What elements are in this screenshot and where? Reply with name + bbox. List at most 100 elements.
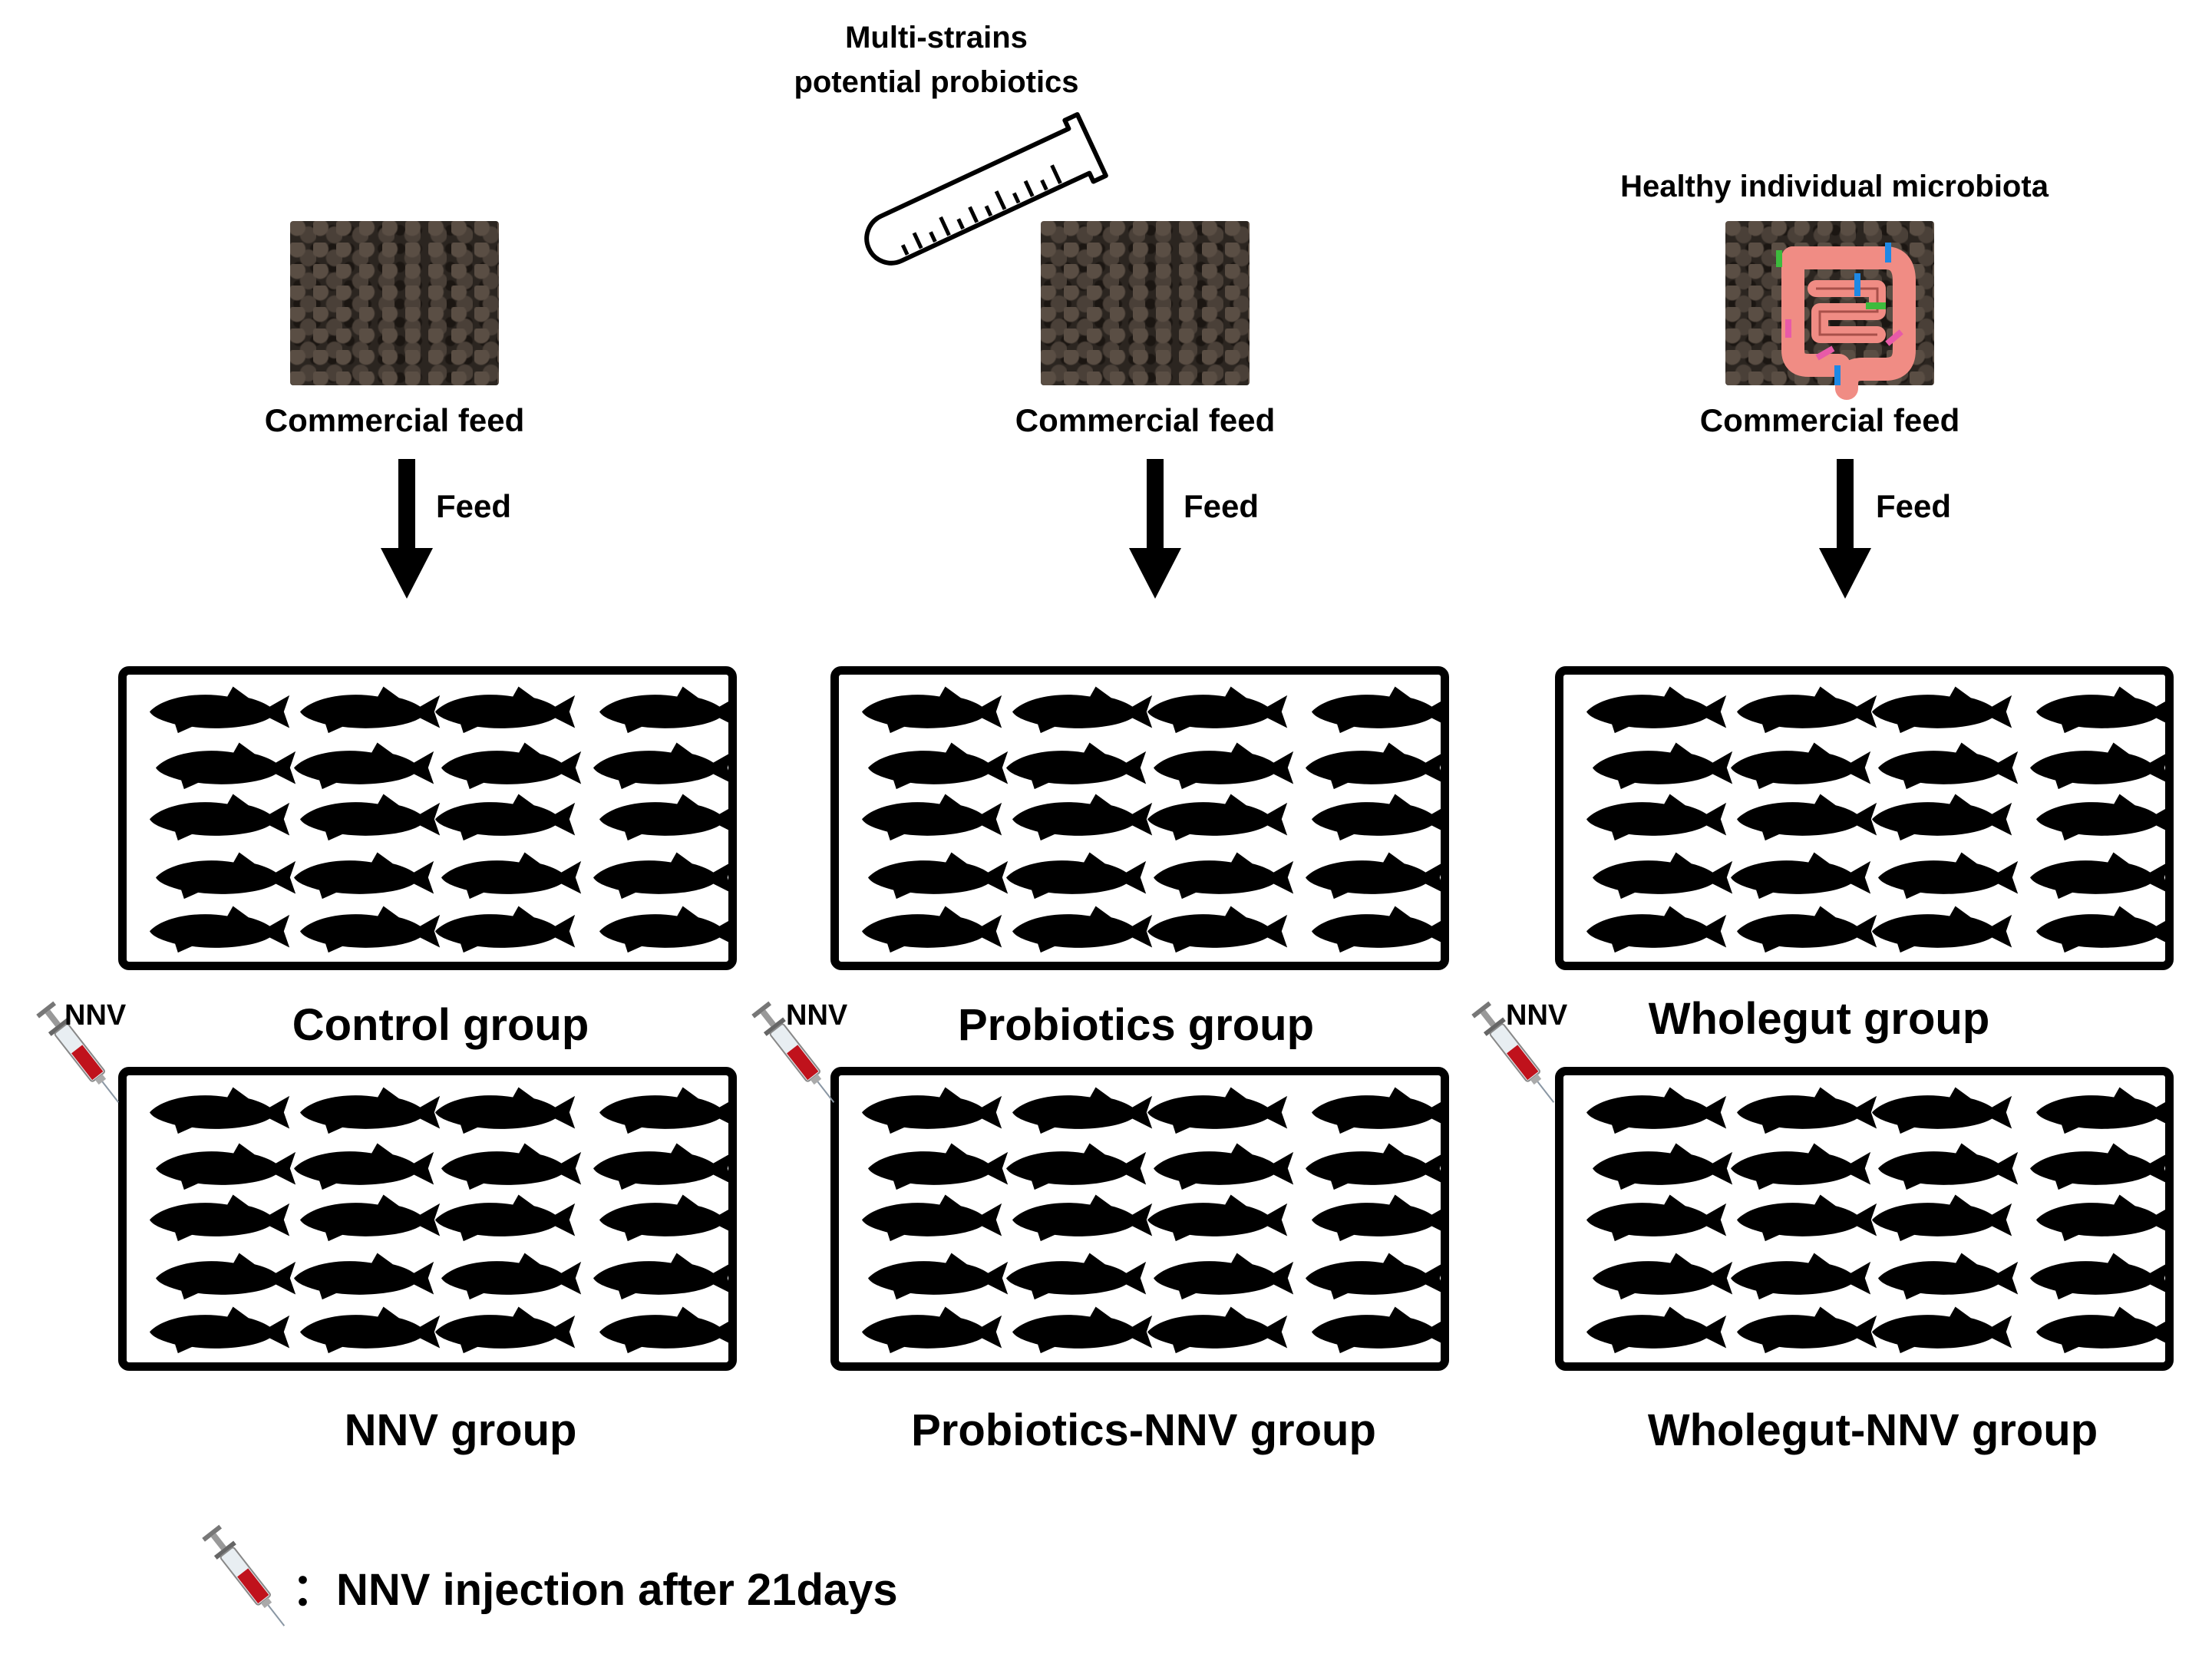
nnv-tag: NNV	[1506, 999, 1568, 1032]
fish-icon	[294, 1253, 434, 1300]
fish-school	[862, 686, 1441, 953]
legend-text: ：NNV injection after 21days	[292, 1565, 898, 1615]
fish-icon	[862, 906, 1002, 953]
fish-icon	[300, 1087, 441, 1134]
fish-icon	[156, 852, 296, 900]
fish-icon	[435, 1306, 576, 1354]
fish-icon	[300, 686, 441, 734]
fish-icon	[1312, 686, 1441, 734]
fish-school	[150, 1087, 728, 1354]
fish-icon	[1012, 686, 1153, 734]
fish-icon	[593, 852, 728, 900]
fish-icon	[2036, 1194, 2165, 1242]
fish-icon	[1737, 1087, 1877, 1134]
fish-icon	[593, 1143, 728, 1190]
fish-icon	[1012, 1306, 1153, 1354]
group-label: Wholegut-NNV group	[1647, 1405, 2098, 1455]
fish-icon	[2036, 906, 2165, 953]
group-label: Control group	[292, 1000, 589, 1050]
fish-icon	[1306, 1143, 1441, 1190]
fish-icon	[1737, 686, 1877, 734]
fish-icon	[1737, 1306, 1877, 1354]
fish-school	[1586, 1087, 2165, 1354]
fish-tank-wholegut	[1555, 666, 2174, 970]
fish-tank-probiotics	[830, 666, 1449, 970]
fish-icon	[1147, 1087, 1288, 1134]
fish-icon	[435, 686, 576, 734]
fish-icon	[156, 1143, 296, 1190]
fish-icon	[435, 794, 576, 841]
fish-icon	[1154, 742, 1294, 790]
fish-icon	[862, 1306, 1002, 1354]
fish-icon	[1006, 742, 1147, 790]
fish-icon	[1154, 1253, 1294, 1300]
fish-icon	[593, 1253, 728, 1300]
fish-icon	[1872, 1194, 2012, 1242]
fish-icon	[300, 906, 441, 953]
fish-icon	[300, 1194, 441, 1242]
fish-icon	[435, 906, 576, 953]
fish-icon	[1154, 852, 1294, 900]
feed-title: Commercial feed	[1015, 402, 1276, 438]
feed-arrow-label: Feed	[436, 488, 512, 524]
fish-icon	[1147, 906, 1288, 953]
fish-icon	[1312, 1087, 1441, 1134]
fish-icon	[300, 794, 441, 841]
fish-tank-probiotics-nnv	[830, 1067, 1449, 1371]
fish-icon	[1593, 852, 1733, 900]
fish-icon	[1012, 906, 1153, 953]
fish-icon	[1147, 1306, 1288, 1354]
fish-icon	[1731, 852, 1871, 900]
fish-icon	[2036, 1087, 2165, 1134]
fish-icon	[1737, 794, 1877, 841]
fish-icon	[441, 742, 582, 790]
fish-icon	[1586, 686, 1727, 734]
fish-icon	[1147, 794, 1288, 841]
syringe-icon	[202, 1524, 286, 1626]
feed-title: Commercial feed	[1699, 402, 1960, 438]
fish-icon	[599, 1306, 728, 1354]
probiotics-label-line2: potential probiotics	[794, 65, 1079, 99]
feed-arrow-label: Feed	[1184, 488, 1260, 524]
fish-icon	[1154, 1143, 1294, 1190]
feed-title: Commercial feed	[264, 402, 525, 438]
fish-icon	[150, 906, 290, 953]
fish-tank-nnv	[118, 1067, 737, 1371]
fish-icon	[1872, 686, 2012, 734]
fish-icon	[435, 1087, 576, 1134]
fish-icon	[599, 794, 728, 841]
fish-icon	[150, 1194, 290, 1242]
fish-icon	[593, 742, 728, 790]
group-label: Wholegut group	[1648, 994, 1990, 1044]
fish-icon	[294, 1143, 434, 1190]
fish-icon	[1006, 1253, 1147, 1300]
microbiota-label: Healthy individual microbiota	[1620, 170, 2049, 203]
nnv-tag: NNV	[64, 999, 127, 1032]
fish-icon	[1006, 1143, 1147, 1190]
fish-icon	[156, 742, 296, 790]
fish-icon	[862, 686, 1002, 734]
fish-icon	[862, 1087, 1002, 1134]
fish-icon	[1872, 794, 2012, 841]
fish-tank-wholegut-nnv	[1555, 1067, 2174, 1371]
fish-icon	[1586, 1194, 1727, 1242]
fish-icon	[1147, 1194, 1288, 1242]
fish-icon	[1737, 1194, 1877, 1242]
fish-icon	[294, 852, 434, 900]
fish-icon	[2036, 1306, 2165, 1354]
fish-school	[1586, 686, 2165, 953]
feed-pellets-image	[1725, 221, 1934, 385]
fish-icon	[1586, 794, 1727, 841]
fish-icon	[868, 742, 1009, 790]
fish-icon	[2030, 1253, 2165, 1300]
fish-icon	[2036, 686, 2165, 734]
fish-icon	[441, 1143, 582, 1190]
fish-icon	[1312, 906, 1441, 953]
fish-icon	[1012, 1087, 1153, 1134]
feed-arrow-label: Feed	[1876, 488, 1952, 524]
fish-icon	[156, 1253, 296, 1300]
fish-icon	[1731, 1253, 1871, 1300]
fish-icon	[868, 1253, 1009, 1300]
fish-icon	[1737, 906, 1877, 953]
fish-icon	[1586, 1306, 1727, 1354]
